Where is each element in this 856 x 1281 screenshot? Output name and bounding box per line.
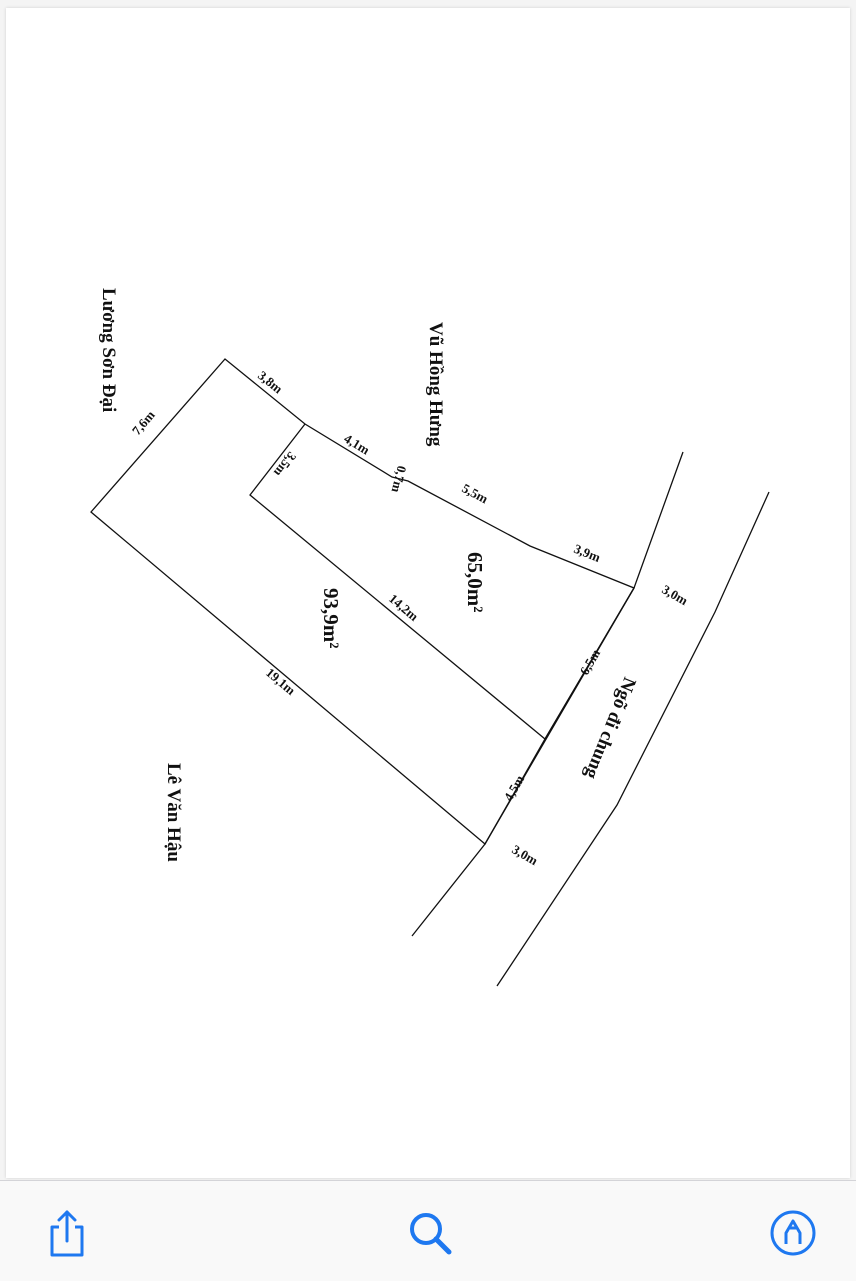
search-icon (410, 1213, 452, 1255)
dim-road-width-top: 3,0m (660, 582, 691, 609)
dim-front-upper: 6,5m (577, 646, 604, 677)
dim-inner-top: 4,1m (341, 431, 372, 458)
dim-notch: 0,7m (388, 464, 409, 494)
plot-outline (90, 358, 635, 845)
markup-pen-icon (770, 1210, 816, 1256)
dim-divider: 14,2m (386, 591, 421, 624)
share-icon (50, 1210, 84, 1257)
road-edge-right (496, 491, 770, 987)
neighbor-top-right: Vũ Hồng Hưng (425, 322, 446, 447)
dim-upper-right-b: 3,9m (572, 541, 603, 565)
neighbor-bottom-left: Lê Văn Hậu (163, 763, 184, 862)
document-viewer[interactable]: Lương Sơn Đại Vũ Hồng Hưng Lê Văn Hậu Ng… (0, 0, 856, 1180)
document-page: Lương Sơn Đại Vũ Hồng Hưng Lê Văn Hậu Ng… (6, 8, 850, 1178)
markup-button[interactable]: Markup (767, 1207, 819, 1259)
share-button[interactable]: Share (41, 1207, 93, 1259)
dim-left-diagonal: 7,6m (129, 407, 158, 438)
plot-divider (249, 423, 635, 740)
road-edge-left (411, 451, 684, 937)
area-upper-lot: 65,0m² (463, 552, 487, 613)
dim-inner-left: 3,5m (271, 449, 300, 480)
dim-top-edge: 3,8m (255, 368, 286, 397)
bottom-toolbar: Share Search Markup (0, 1180, 856, 1281)
neighbor-top-left: Lương Sơn Đại (98, 288, 119, 412)
area-lower-lot: 93,9m² (319, 588, 343, 649)
road-name: Ngõ đi chung (580, 674, 640, 782)
land-plot-drawing: Lương Sơn Đại Vũ Hồng Hưng Lê Văn Hậu Ng… (90, 288, 770, 987)
dim-long-side: 19,1m (263, 665, 298, 698)
dim-upper-right-a: 5,5m (460, 480, 491, 506)
dim-road-width-bottom: 3,0m (510, 842, 541, 869)
search-button[interactable]: Search (404, 1207, 456, 1259)
